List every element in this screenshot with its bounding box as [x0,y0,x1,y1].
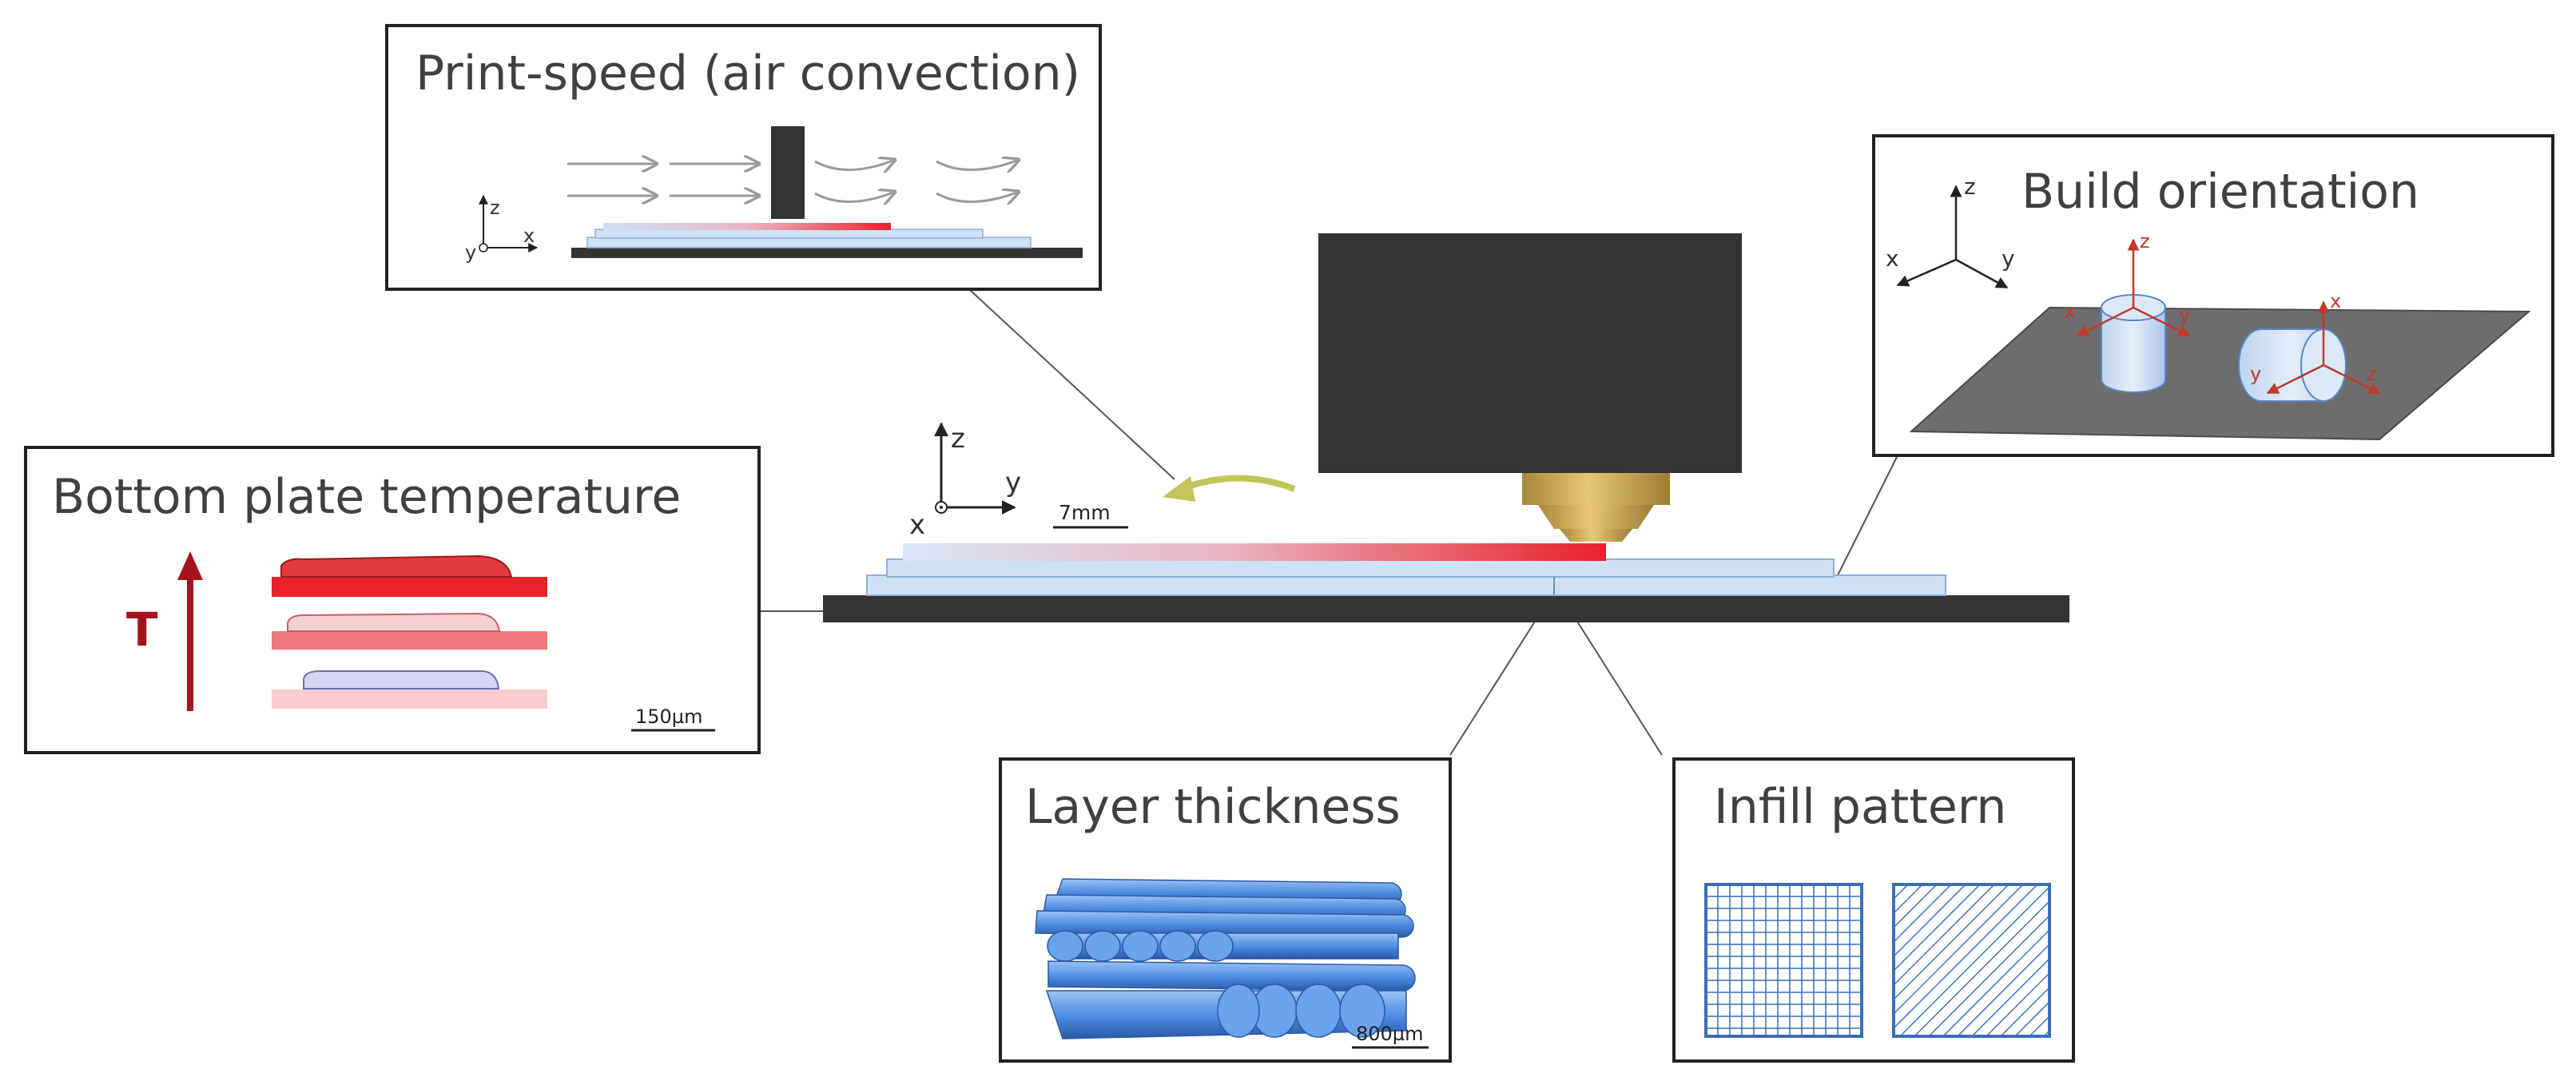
central-scale-label: 7mm [1059,501,1111,524]
print-speed-axis-triad: z x y [465,194,539,264]
nozzle-motion-arrowhead [1163,476,1195,502]
diagonal-line [2173,884,2325,1036]
diagonal-line [2159,884,2311,1036]
temperature-level-4 [272,554,547,597]
diagonal-line [2073,884,2224,1036]
diagonal-line [2014,1000,2049,1036]
diagonal-line [2130,884,2282,1036]
orientation-axis-triad: z x y [1886,173,2015,289]
diagonal-line [1899,885,2049,1036]
upright-axis-x-label: x [2064,300,2075,323]
small-plate [571,248,1083,258]
infill-diagonal-pattern [1892,883,2339,1038]
temperature-level-3 [272,612,547,650]
panel-build-orientation: Build orientation z x y z x y x [1872,134,2554,457]
panel-infill-title: Infill pattern [1714,779,2006,835]
diagonal-line [1894,884,2010,1001]
panel-layer-thickness: Layer thickness [999,757,1452,1063]
diagonal-line [1914,900,2049,1036]
small-layer-1 [586,236,1032,248]
bottom-plate-scale-label: 150µm [635,705,702,728]
print-speed-axis-z-label: z [490,197,500,219]
diagonal-line [2116,884,2268,1036]
lying-cylinder: x y z [2238,290,2381,402]
panel-bottom-plate: Bottom plate temperature T 150µm [24,446,761,754]
lying-axis-y-label: y [2250,363,2261,385]
panel-print-speed-title: Print-speed (air convection) [415,46,1080,101]
upright-axis-y-label: y [2179,304,2190,326]
diagonal-line [1894,884,1966,958]
diagonal-line [1894,884,1938,929]
diagonal-line [1986,972,2049,1036]
panel-build-orientation-title: Build orientation [2021,164,2419,220]
nozzle-motion-arrow [1179,475,1296,492]
filament-stack [1035,878,1416,1039]
diagonal-line [2087,884,2239,1036]
top-rod-layer [1035,878,1414,938]
diagonal-line [1928,914,2049,1036]
orientation-build-plate [1909,306,2531,441]
lying-axis-x-label: x [2330,290,2341,312]
diagonal-line [1894,884,1923,915]
temperature-level-1 [272,690,547,709]
diagonal-line [1894,884,1952,944]
temperature-symbol: T [126,602,158,657]
connector-print-speed [958,279,1175,480]
panel-layer-thickness-title: Layer thickness [1025,779,1401,835]
central-axis-x-label: x [909,509,925,541]
diagonal-line [2145,884,2296,1036]
small-printhead [771,126,805,219]
printed-layer-3 [903,543,1606,561]
air-flow-arrows [567,160,1019,202]
diagonal-line [1942,928,2049,1036]
central-axis-y-label: y [1005,467,1021,499]
printed-layer-2 [886,558,1835,578]
diagonal-line [2000,986,2049,1036]
infill-grid-pattern [1704,883,1863,1038]
diagonal-line [1894,884,1995,987]
panel-print-speed: Print-speed (air convection) z x y [385,24,1102,291]
panel-bottom-plate-title: Bottom plate temperature [52,469,681,525]
temperature-arrowhead [177,551,203,580]
orientation-axis-y-label: y [2002,245,2015,272]
middle-rod-layer [1047,930,1399,962]
small-layer-2 [594,229,984,239]
diagonal-line [1894,884,1981,972]
panel-infill-frame [1672,757,2075,1063]
diagonal-line [2101,884,2253,1036]
nozzle [1522,473,1670,542]
diagonal-line [2058,884,2210,1036]
build-plate [823,595,2069,622]
diagonal-line [2188,884,2339,1036]
upright-axis-z-label: z [2140,230,2150,252]
temperature-level-2 [303,670,500,690]
diagonal-line [1894,884,2038,1030]
printhead-block [1318,233,1742,473]
layer-thickness-scale-label: 800µm [1356,1023,1423,1045]
connector-build-orientation [1837,455,1898,576]
central-axis-z-label: z [951,423,965,455]
print-speed-axis-x-label: x [523,225,535,247]
diagonal-line [1957,943,2049,1036]
upright-cylinder: z x y [2064,230,2191,393]
panel-infill: Infill pattern [1672,757,2339,1063]
central-axis-triad: z y x [909,422,1021,541]
orientation-axis-x-label: x [1886,245,1899,272]
bottom-rod-layer [1045,984,1407,1039]
central-printer: z y x 7mm [823,233,2069,622]
print-speed-axis-y-label: y [465,241,476,264]
orientation-axis-z-label: z [1964,173,1976,200]
printed-layer-1 [866,574,1946,596]
diagonal-line [1894,884,2024,1015]
lying-axis-z-label: z [2367,363,2377,385]
small-layer-3 [603,223,891,230]
